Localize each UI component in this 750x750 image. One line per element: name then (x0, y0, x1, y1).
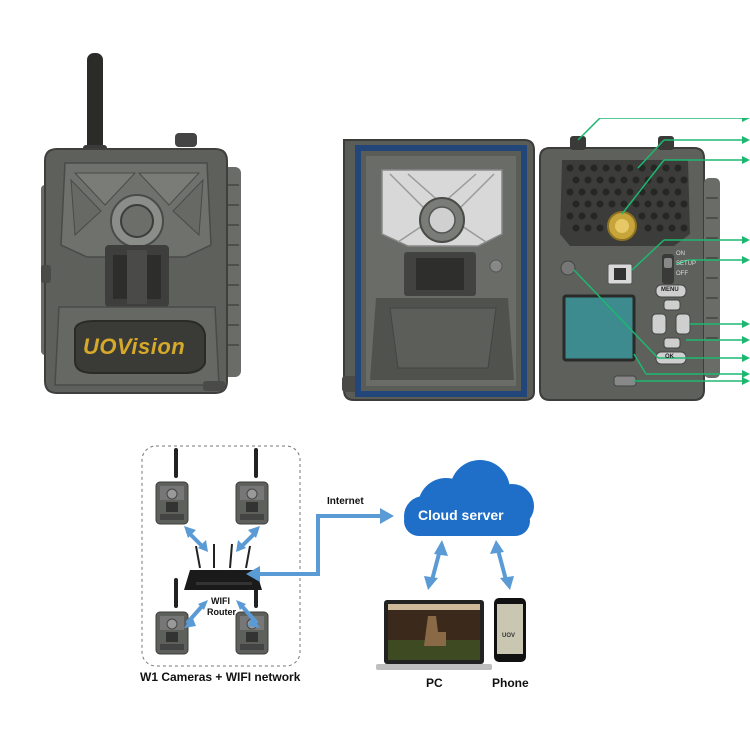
ir-led (668, 176, 676, 184)
ir-led (584, 176, 592, 184)
ir-led (602, 164, 610, 172)
ir-led (590, 212, 598, 220)
ir-led (584, 200, 592, 208)
ir-led (578, 164, 586, 172)
ok-button-label: OK (665, 354, 674, 360)
ir-led (578, 212, 586, 220)
ir-led (626, 164, 634, 172)
ir-led (632, 200, 640, 208)
brand-logo-text: UOVision (83, 334, 186, 359)
ir-led (662, 164, 670, 172)
ir-led (566, 164, 574, 172)
wifi-camera-icon (155, 578, 189, 655)
ir-led (632, 176, 640, 184)
phone-logo-text: UOV (502, 633, 516, 639)
ir-led (608, 200, 616, 208)
switch-label-off: OFF (676, 271, 688, 277)
ir-led (614, 188, 622, 196)
ir-led (566, 212, 574, 220)
router-icon (184, 543, 262, 590)
network-diagram: Internet Cloud server WIFI Router W1 Cam… (0, 420, 750, 750)
pc-label: PC (426, 676, 443, 690)
ir-led (590, 188, 598, 196)
ir-led (674, 212, 682, 220)
camera-group-caption: W1 Cameras + WIFI network (140, 670, 301, 684)
ir-led (644, 200, 652, 208)
internet-label: Internet (327, 496, 364, 507)
ir-led (566, 188, 574, 196)
ir-led (674, 164, 682, 172)
lcd-screen (562, 294, 636, 362)
ir-led (572, 176, 580, 184)
router-label-line2: Router (207, 607, 236, 617)
camera-front-image: UOVision (35, 45, 250, 400)
ir-led (620, 200, 628, 208)
ir-led (620, 176, 628, 184)
ir-led (656, 176, 664, 184)
ir-led (596, 176, 604, 184)
ir-led (650, 188, 658, 196)
ir-led (584, 224, 592, 232)
ir-led (662, 212, 670, 220)
ir-led (608, 176, 616, 184)
switch-label-on: ON (676, 251, 685, 257)
camera-open-image: ON SETUP OFF MENU OK (338, 118, 750, 408)
ir-led (650, 212, 658, 220)
ir-led (656, 200, 664, 208)
menu-button-label: MENU (661, 287, 679, 293)
ir-led (680, 224, 688, 232)
ir-led (626, 188, 634, 196)
ir-led (680, 176, 688, 184)
phone-label: Phone (492, 676, 529, 690)
ir-led (596, 200, 604, 208)
ir-led (644, 224, 652, 232)
phone-icon (494, 598, 526, 662)
ir-led (674, 188, 682, 196)
ir-led (572, 200, 580, 208)
wifi-camera-icon (155, 448, 189, 525)
ir-led (614, 164, 622, 172)
ir-led (656, 224, 664, 232)
ir-led (602, 188, 610, 196)
wifi-camera-icon (235, 448, 269, 525)
ir-led (596, 224, 604, 232)
laptop-icon (376, 600, 492, 670)
ir-led (578, 188, 586, 196)
ir-led (638, 212, 646, 220)
switch-label-setup: SETUP (676, 261, 697, 267)
ir-led (680, 200, 688, 208)
ir-led (590, 164, 598, 172)
router-label-line1: WIFI (211, 596, 230, 606)
ir-led (668, 200, 676, 208)
ir-led (662, 188, 670, 196)
ir-led (668, 224, 676, 232)
cloud-server-label: Cloud server (418, 507, 504, 523)
ir-led (572, 224, 580, 232)
antenna (87, 53, 103, 158)
camera-group-box (141, 445, 301, 667)
cloud-icon (404, 460, 534, 536)
